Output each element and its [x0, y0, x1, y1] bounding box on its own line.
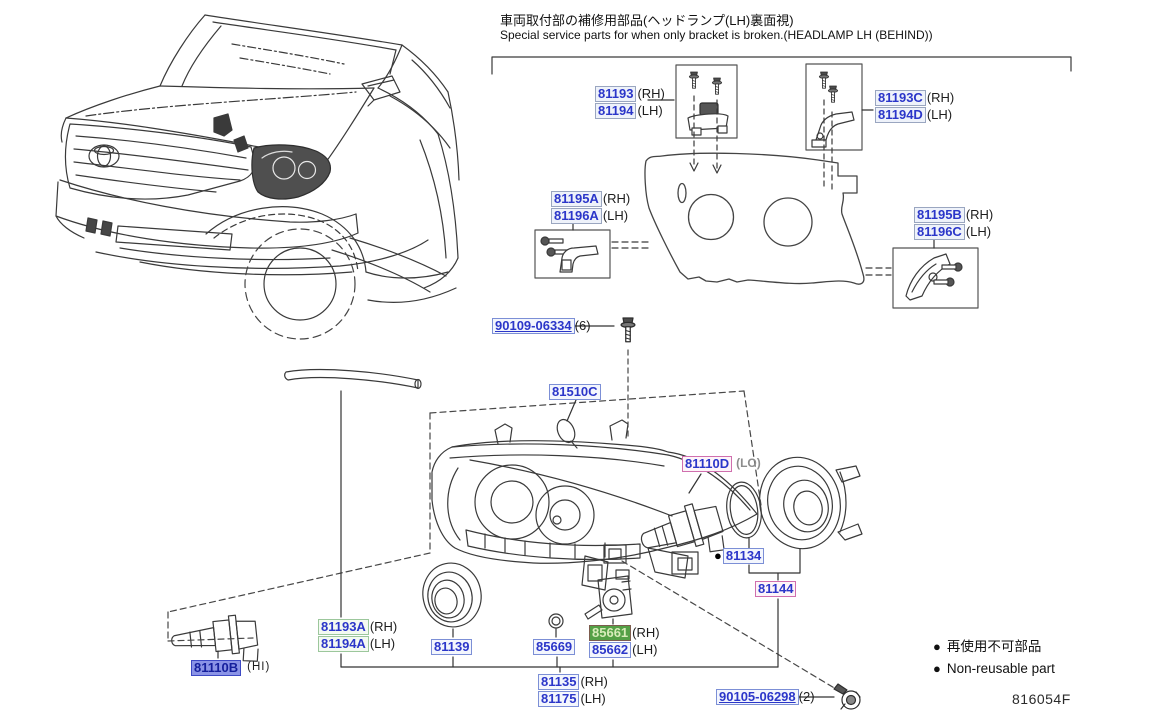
part-number-81196A[interactable]: 81196A	[551, 207, 602, 224]
side-suffix: (RH)	[965, 207, 994, 222]
side-suffix: (LH)	[602, 208, 629, 223]
part-number-81194D[interactable]: 81194D	[875, 106, 926, 123]
side-suffix: (LH)	[637, 103, 663, 118]
legend: ● 再使用不可部品 ● Non-reusable part	[933, 636, 1055, 680]
beam-suffix: (HI)	[247, 661, 271, 673]
bracket-part-81193	[687, 102, 729, 136]
bulb-81510C-drawing	[556, 418, 578, 449]
headlamp-back-panel	[644, 152, 865, 285]
part-number-81139[interactable]: 81139	[431, 638, 473, 655]
car-illustration	[55, 14, 460, 340]
part-label-81110B: 81110B (HI)	[191, 659, 270, 676]
motor-85661-drawing	[584, 569, 633, 620]
part-number-81196C[interactable]: 81196C	[914, 223, 965, 240]
detail-box-81193	[675, 64, 738, 139]
part-number-81135[interactable]: 81135	[538, 673, 580, 690]
side-suffix: (LH)	[965, 224, 992, 239]
screw-icon	[827, 85, 839, 103]
part-label-81139: 81139	[431, 638, 473, 655]
bulb-81110B-drawing	[171, 614, 259, 662]
part-label-81193-81194: 81193(RH) 81194(LH)	[595, 85, 665, 119]
section-bracket	[491, 56, 1072, 75]
part-label-81134: ●81134	[714, 547, 765, 564]
quantity: (6)	[574, 318, 591, 333]
part-number-81510C[interactable]: 81510C	[549, 383, 601, 400]
side-suffix: (RH)	[926, 90, 955, 105]
part-number-81144[interactable]: 81144	[755, 580, 797, 597]
part-number-85662[interactable]: 85662	[589, 641, 632, 658]
part-number-81134[interactable]: 81134	[722, 547, 765, 564]
bracket-part-81193C	[811, 111, 855, 148]
detail-box-81193C	[805, 63, 863, 151]
part-label-90109-06334: 90109-06334(6)	[492, 317, 591, 334]
part-label-81195B-81196C: 81195B(RH) 81196C(LH)	[914, 206, 993, 240]
screw-icon-90105	[833, 683, 861, 710]
part-label-90105-06298: 90105-06298(2)	[716, 688, 815, 705]
part-label-81144: 81144	[755, 580, 797, 597]
part-label-81135-81175: 81135(RH) 81175(LH)	[538, 673, 608, 707]
part-label-85669: 85669	[533, 638, 576, 655]
detail-box-81195B	[892, 247, 979, 309]
screw-icon	[711, 77, 723, 95]
headlamp-assembly-drawing	[284, 368, 758, 591]
part-number-81110D[interactable]: 81110D	[682, 455, 733, 472]
side-suffix: (LH)	[580, 691, 606, 706]
section-title-en: Special service parts for when only brac…	[500, 28, 933, 42]
screw-icon-90109	[620, 317, 636, 343]
bullet-icon: ●	[933, 639, 941, 654]
legend-row-en: ● Non-reusable part	[933, 658, 1055, 680]
part-number-85669[interactable]: 85669	[533, 638, 576, 655]
oring-85669-drawing	[548, 613, 564, 629]
legend-text-jp: 再使用不可部品	[946, 639, 1042, 654]
side-suffix: (RH)	[369, 619, 398, 634]
part-number-81110B[interactable]: 81110B	[191, 659, 242, 676]
part-number-81194A[interactable]: 81194A	[318, 635, 369, 652]
bracket-part-81195A	[540, 236, 599, 273]
quantity: (2)	[798, 689, 815, 704]
legend-row-jp: ● 再使用不可部品	[933, 636, 1055, 658]
part-number-81193C[interactable]: 81193C	[875, 89, 926, 106]
part-label-85661-85662: 85661(RH) 85662(LH)	[589, 624, 660, 658]
part-label-81193A-81194A: 81193A(RH) 81194A(LH)	[318, 618, 397, 652]
section-title-jp: 車両取付部の補修用部品(ヘッドランプ(LH)裏面視)	[500, 13, 794, 28]
screw-icon	[818, 71, 830, 89]
part-number-81195B[interactable]: 81195B	[914, 206, 965, 223]
bullet-icon: ●	[933, 661, 941, 676]
part-number-85661[interactable]: 85661	[589, 624, 632, 641]
part-label-81110D: 81110D(LO)	[682, 455, 761, 472]
legend-text-en: Non-reusable part	[946, 661, 1055, 676]
part-number-90109-06334[interactable]: 90109-06334	[492, 317, 575, 334]
cover-81144-drawing	[759, 456, 863, 550]
seal-81139-drawing	[422, 562, 482, 628]
side-mirror	[361, 75, 401, 107]
part-number-81194[interactable]: 81194	[595, 102, 637, 119]
leader-lines	[217, 99, 935, 698]
bracket-part-81195B	[905, 253, 963, 301]
diagram-code: 816054F	[1012, 691, 1071, 707]
part-label-81510C: 81510C	[549, 383, 601, 400]
side-suffix: (RH)	[632, 625, 660, 640]
part-number-81175[interactable]: 81175	[538, 690, 580, 707]
side-suffix: (RH)	[637, 86, 665, 101]
construction-lines	[167, 349, 837, 690]
part-number-90105-06298[interactable]: 90105-06298	[716, 688, 799, 705]
side-suffix: (RH)	[580, 674, 608, 689]
beam-suffix: (LO)	[736, 456, 761, 470]
non-reusable-marker: ●	[714, 548, 722, 563]
part-number-81195A[interactable]: 81195A	[551, 190, 602, 207]
screw-icon	[688, 71, 700, 89]
side-suffix: (LH)	[632, 642, 658, 657]
part-label-81195A-81196A: 81195A(RH) 81196A(LH)	[551, 190, 630, 224]
side-suffix: (LH)	[926, 107, 953, 122]
side-suffix: (LH)	[369, 636, 396, 651]
part-number-81193[interactable]: 81193	[595, 85, 637, 102]
side-suffix: (RH)	[602, 191, 631, 206]
car-headlamp-highlight	[251, 144, 332, 200]
part-number-81193A[interactable]: 81193A	[318, 618, 369, 635]
part-label-81193C-81194D: 81193C(RH) 81194D(LH)	[875, 89, 954, 123]
oring-81134-drawing	[726, 481, 762, 539]
bulb-81110D-drawing	[640, 503, 725, 553]
